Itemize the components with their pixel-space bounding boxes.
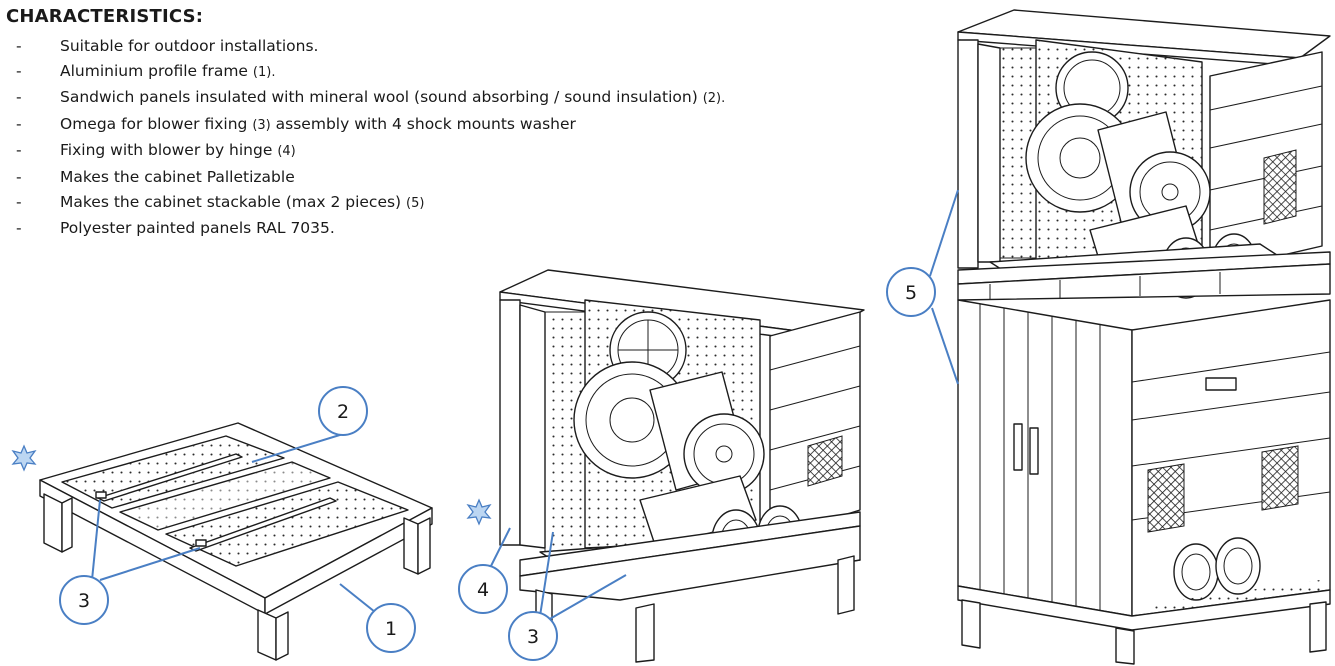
base-frame-drawing — [39, 422, 433, 661]
callout-3-base-label: 3 — [78, 590, 90, 612]
star-icon — [11, 444, 37, 472]
characteristics-list: Suitable for outdoor installations. Alum… — [16, 34, 725, 241]
list-item: Aluminium profile frame (1). — [16, 59, 725, 86]
callout-1-label: 1 — [385, 618, 397, 640]
callout-2-label: 2 — [337, 401, 349, 423]
list-item: Sandwich panels insulated with mineral w… — [16, 85, 725, 112]
callout-4-label: 4 — [477, 579, 489, 601]
item-text: Fixing with blower by hinge — [60, 141, 278, 160]
stacked-cabinets-drawing — [957, 9, 1331, 665]
callout-1: 1 — [339, 583, 416, 653]
list-item: Makes the cabinet Palletizable — [16, 165, 725, 190]
callout-3-cabinet: 3 — [508, 531, 627, 661]
item-ref: (4) — [277, 144, 296, 160]
list-item: Suitable for outdoor installations. — [16, 34, 725, 59]
item-text: Aluminium profile frame — [60, 61, 253, 80]
callout-2: 2 — [251, 386, 368, 463]
callout-3-cabinet-label: 3 — [527, 626, 539, 648]
item-text: Makes the cabinet stackable (max 2 piece… — [60, 192, 407, 211]
item-text: Polyester painted panels RAL 7035. — [60, 219, 335, 238]
item-text: Makes the cabinet Palletizable — [60, 167, 295, 186]
item-ref: (2). — [702, 91, 726, 107]
item-text: Omega for blower fixing — [60, 114, 253, 133]
item-text: Suitable for outdoor installations. — [60, 37, 319, 55]
page-heading: CHARACTERISTICS: — [6, 6, 204, 27]
star-icon — [466, 498, 492, 526]
callout-3-base: 3 — [59, 499, 201, 625]
item-ref: (5) — [406, 195, 425, 211]
item-ref: (1). — [252, 64, 276, 80]
list-item: Makes the cabinet stackable (max 2 piece… — [16, 190, 725, 217]
item-ref: (3) — [252, 117, 271, 133]
list-item: Polyester painted panels RAL 7035. — [16, 216, 725, 241]
callout-4: 4 — [458, 527, 511, 614]
item-tail: assembly with 4 shock mounts washer — [270, 114, 576, 133]
callout-5: 5 — [886, 189, 959, 385]
list-item: Fixing with blower by hinge (4) — [16, 138, 725, 165]
cabinet-drawing — [499, 269, 865, 663]
callout-5-label: 5 — [905, 282, 917, 304]
item-text: Sandwich panels insulated with mineral w… — [60, 88, 703, 107]
list-item: Omega for blower fixing (3) assembly wit… — [16, 112, 725, 139]
